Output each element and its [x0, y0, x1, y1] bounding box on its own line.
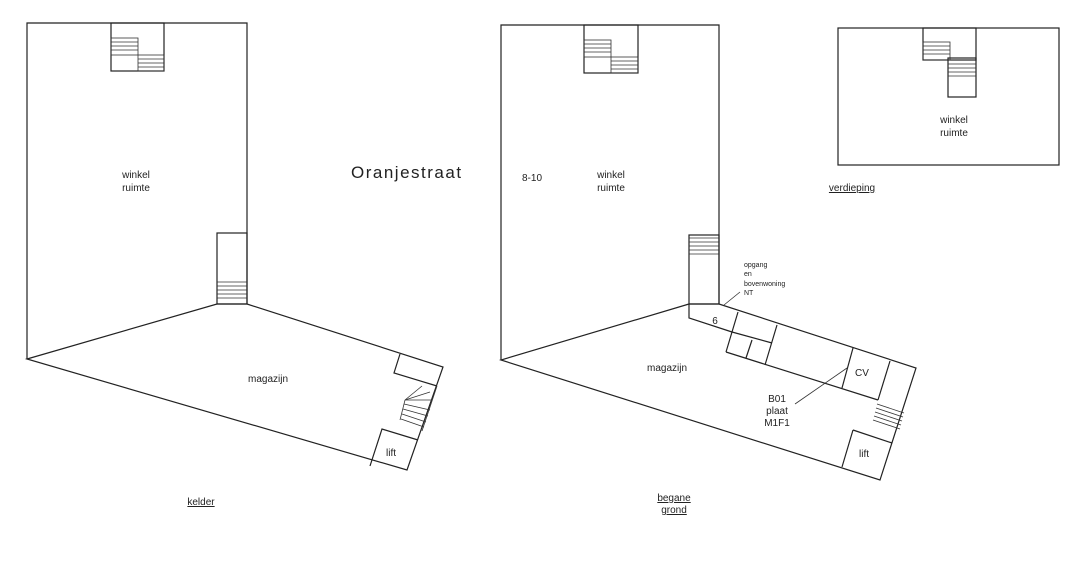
bg-marker-line: B01: [768, 394, 786, 405]
bg-note-line: opgang: [744, 262, 767, 269]
bg-side-stair-icon: [689, 237, 719, 255]
bg-note-line: en: [744, 271, 752, 278]
bg-magazijn-walls: [498, 303, 917, 481]
bg-title-2: grond: [661, 505, 687, 516]
plan-begane-grond: 8-10 winkel ruimte magazijn 6 CV lift op…: [498, 24, 917, 516]
verdieping-stair-icon: [922, 27, 977, 98]
kelder-side-stair-box: [216, 232, 248, 305]
bg-cv-label: CV: [855, 368, 869, 379]
kelder-side-stair-icon: [217, 281, 247, 299]
bg-marker-line: M1F1: [764, 418, 790, 429]
kelder-title: kelder: [187, 497, 215, 508]
bg-lift-label: lift: [859, 449, 869, 460]
kelder-winkel-label: winkel: [121, 170, 150, 181]
kelder-top-stair-box: [110, 22, 165, 72]
kelder-lift-label: lift: [386, 448, 396, 459]
bg-side-stair-box: [688, 234, 720, 305]
bg-note-leader: [723, 291, 741, 306]
kelder-corner-room: [393, 353, 438, 387]
bg-house-number: 8-10: [522, 173, 542, 184]
kelder-lift-box: [369, 428, 419, 467]
bg-top-stair-icon: [583, 39, 639, 74]
street-name: Oranjestraat: [351, 163, 463, 182]
kelder-magazijn-walls: [24, 303, 444, 471]
verdieping-winkel-label: winkel: [939, 115, 968, 126]
kelder-winkel-label-2: ruimte: [122, 183, 150, 194]
plan-verdieping: winkel ruimte verdieping: [829, 27, 1060, 194]
kelder-top-stair-icon: [110, 37, 165, 72]
verdieping-title: verdieping: [829, 183, 875, 194]
bg-winkel-label: winkel: [596, 170, 625, 181]
bg-service-rooms: [725, 311, 893, 468]
kelder-winder-stair-icon: [399, 385, 438, 432]
bg-magazijn-label: magazijn: [647, 363, 687, 374]
bg-rear-stair-icon: [872, 403, 905, 430]
bg-title: begane: [657, 493, 691, 504]
plan-kelder: winkel ruimte magazijn lift kelder: [24, 22, 444, 508]
bg-marker-leader: [794, 367, 848, 405]
verdieping-winkel-label-2: ruimte: [940, 128, 968, 139]
bg-note-line: bovenwoning: [744, 281, 785, 288]
bg-marker-line: plaat: [766, 406, 788, 417]
bg-note-line: NT: [744, 290, 754, 297]
kelder-magazijn-label: magazijn: [248, 374, 288, 385]
bg-winkel-label-2: ruimte: [597, 183, 625, 194]
bg-room-number: 6: [712, 316, 718, 327]
